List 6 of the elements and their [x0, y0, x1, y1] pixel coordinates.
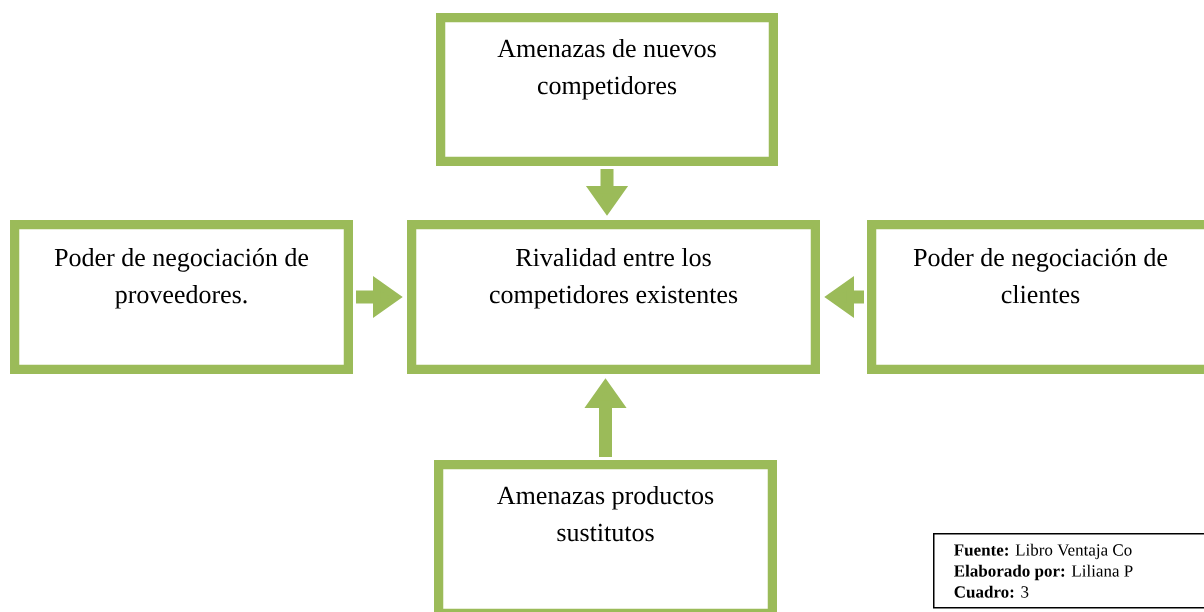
source-note-box: Fuente: Libro Ventaja Co Elaborado por: Liliana P Cuadro: 3 — [933, 533, 1204, 609]
process-box: Poder de negociación de clientes — [867, 220, 1204, 374]
process-box: Rivalidad entre los competidores existentes — [407, 220, 820, 374]
process-box: Amenazas productos sustitutos — [434, 460, 777, 612]
process-box: Poder de negociación de proveedores. — [10, 220, 353, 374]
process-box: Amenazas de nuevos competidores — [436, 13, 778, 166]
